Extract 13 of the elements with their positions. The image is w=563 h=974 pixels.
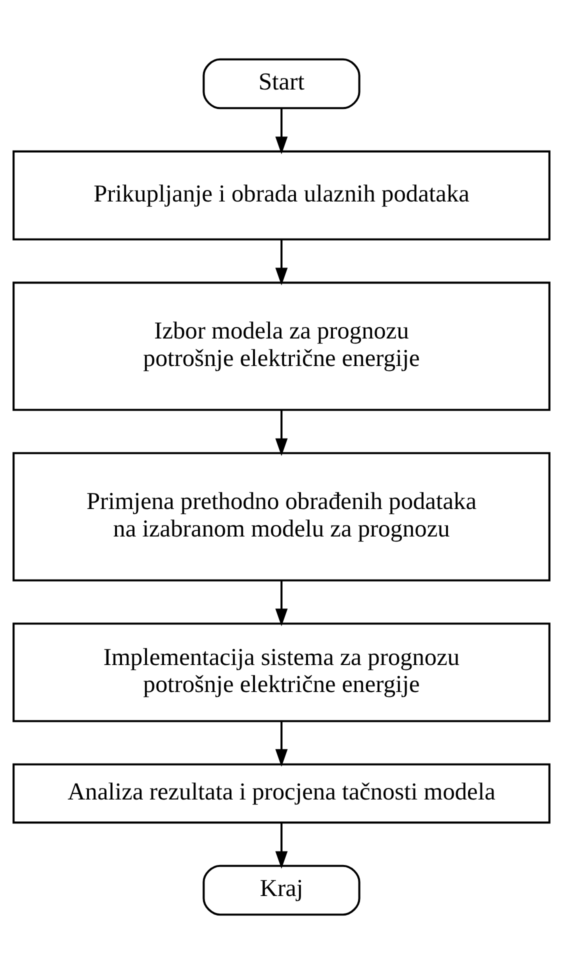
arrow: [275, 108, 288, 154]
node-box: Prikupljanje i obrada ulaznih podataka: [12, 150, 550, 240]
node-box: Primjena prethodno obrađenih podataka na izabranom modelu za prognozu: [12, 452, 550, 582]
arrow: [275, 410, 288, 456]
node-box: Implementacija sistema za prognozu potrošnje električne energije: [12, 622, 550, 722]
arrow: [275, 580, 288, 626]
node-box: Analiza rezultata i procjena tačnosti modela: [12, 763, 550, 824]
arrow: [275, 240, 288, 286]
arrow: [275, 823, 288, 869]
arrow: [275, 721, 288, 767]
node-box: Start: [202, 58, 360, 110]
node-box: Kraj: [202, 864, 360, 916]
node-box: Izbor modela za prognozu potrošnje električne energije: [12, 282, 550, 411]
